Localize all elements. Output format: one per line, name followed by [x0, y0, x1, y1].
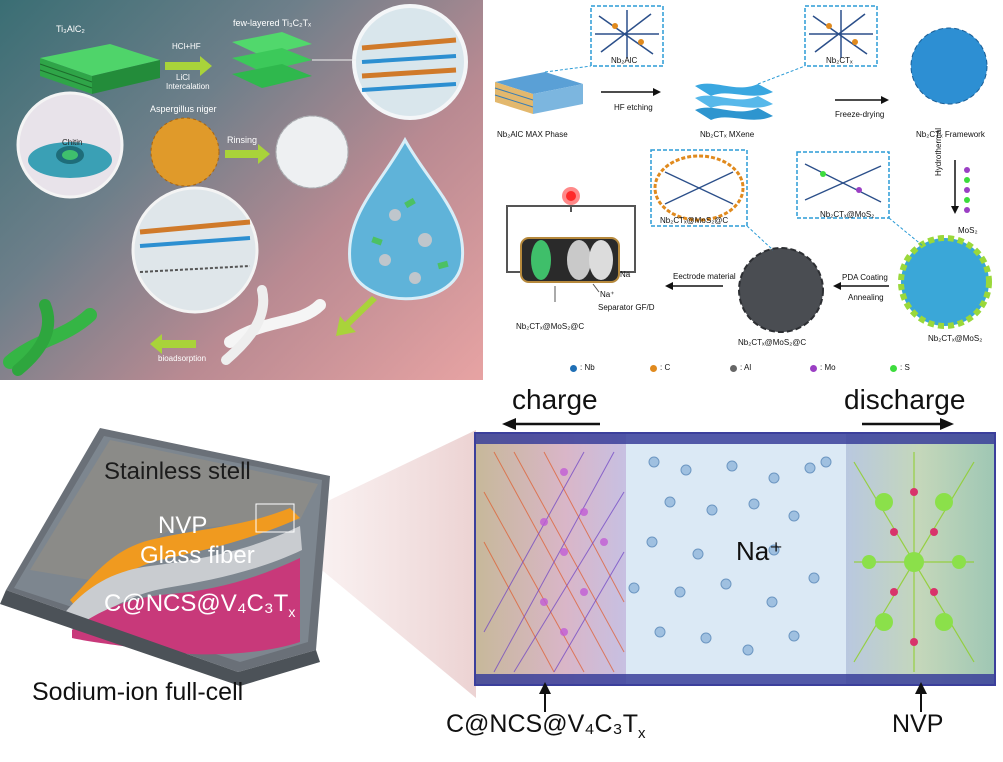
arrow-etching: [165, 56, 212, 76]
label-nb2ctx-mos2-inset: Nb₂CTₓ@MoS₂: [820, 210, 875, 219]
label-mxene: Nb₂CTₓ MXene: [700, 130, 755, 139]
electrolyte-region: [626, 434, 846, 684]
top-bar: [476, 434, 994, 444]
label-na-plus: Na⁺: [600, 290, 615, 299]
label-stainless: Stainless stell: [104, 458, 251, 485]
anode-layer: [72, 558, 300, 655]
panel-d-illustration: [483, 451, 975, 673]
label-discharge: discharge: [844, 384, 966, 415]
ti3alc2-stack: [39, 44, 160, 94]
label-few-layered: few-layered Ti₃C₂Tₓ: [233, 18, 312, 28]
label-hcl-hf: HCl+HF: [172, 42, 201, 51]
stainless-layer: [30, 440, 318, 580]
label-anode-d-main: C@NCS@V₄C₃T: [446, 710, 638, 738]
label-anode-c-sub: x: [288, 603, 296, 620]
discharge-arrow: [862, 418, 954, 430]
label-max-phase: Nb₂AlC MAX Phase: [497, 130, 568, 139]
label-freeze-drying: Freeze-drying: [835, 110, 885, 119]
label-nb2ctx-inset: Nb₂CTₓ: [826, 56, 853, 65]
label-intercalation: Intercalation: [166, 82, 210, 91]
legend-dot-al: [730, 365, 737, 372]
label-ti3alc2: Ti₃AlC₂: [56, 24, 85, 34]
panel-a-illustration: [3, 4, 468, 376]
element-legend: : Nb : C : Al : Mo : S: [570, 362, 970, 376]
legend-label-s: : S: [900, 363, 910, 372]
cathode-pointer-arrow: [915, 682, 927, 712]
label-rinsing: Rinsing: [227, 135, 258, 145]
legend-label-mo: : Mo: [820, 363, 836, 372]
label-nb2ctx-mos2: Nb₂CTₓ@MoS₂: [928, 334, 983, 343]
legend-label-nb: : Nb: [580, 363, 595, 372]
bottom-bar: [476, 674, 994, 684]
label-nb2ctx-mos2-c: Nb₂CTₓ@MoS₂@C: [738, 338, 807, 347]
label-battery: Nb₂CTₓ@MoS₂@C: [516, 322, 585, 331]
label-pda-coating: PDA Coating: [842, 273, 888, 282]
label-licl: LiCl: [176, 73, 190, 82]
label-chitin: Chitin: [62, 138, 83, 147]
nvp-layer: [70, 508, 300, 612]
label-na: Na: [620, 270, 631, 279]
glass-fiber-layer: [62, 526, 302, 632]
label-bioadsorption: bioadsorption: [158, 354, 207, 363]
aspergillus-sphere: [151, 118, 219, 186]
zoom-circle-adsorption: [131, 186, 259, 314]
label-anode-c: C@NCS@V₄C₃Tx: [104, 590, 295, 620]
label-hydrothermal: Hydrothermal: [934, 127, 943, 176]
label-annealing: Annealing: [848, 293, 884, 302]
label-full-cell: Sodium-ion full-cell: [32, 678, 244, 706]
label-cathode-d: NVP: [892, 710, 944, 738]
label-electrode-material: Eectrode material: [673, 272, 736, 281]
legend-dot-mo: [810, 365, 817, 372]
label-nvp-c: NVP: [158, 512, 208, 539]
charge-arrow: [502, 418, 600, 430]
label-anode-d: C@NCS@V₄C₃Tx: [446, 710, 645, 742]
label-mos2: MoS₂: [958, 226, 978, 235]
label-na-plus-d: Na⁺: [736, 536, 783, 566]
label-anode-d-sub: x: [637, 725, 646, 742]
label-nb2alc-inset: Nb₂AlC: [611, 56, 638, 65]
panel-c-illustration: [0, 428, 476, 698]
legend-label-al: : Al: [740, 363, 752, 372]
label-framework: Nb₂CTₓ Framework: [916, 130, 985, 139]
label-anode-c-main: C@NCS@V₄C₃T: [104, 590, 289, 617]
legend-dot-s: [890, 365, 897, 372]
label-at-c-inset: Nb₂CTₓ@MoS₂@C: [660, 216, 729, 225]
few-layered-sheets: [232, 32, 312, 88]
zoom-beam: [288, 430, 476, 698]
legend-label-c: : C: [660, 363, 671, 372]
label-aspergillus: Aspergillus niger: [150, 104, 217, 114]
panel-b-illustration: [494, 5, 992, 333]
water-droplet: [348, 136, 465, 301]
legend-dot-c: [650, 365, 657, 372]
label-separator: Separator GF/D: [598, 303, 655, 312]
anode-pointer-arrow: [539, 682, 551, 712]
label-charge: charge: [512, 384, 598, 415]
label-hf-etching: HF etching: [614, 103, 653, 112]
legend-dot-nb: [570, 365, 577, 372]
label-glass-fiber: Glass fiber: [140, 542, 255, 569]
